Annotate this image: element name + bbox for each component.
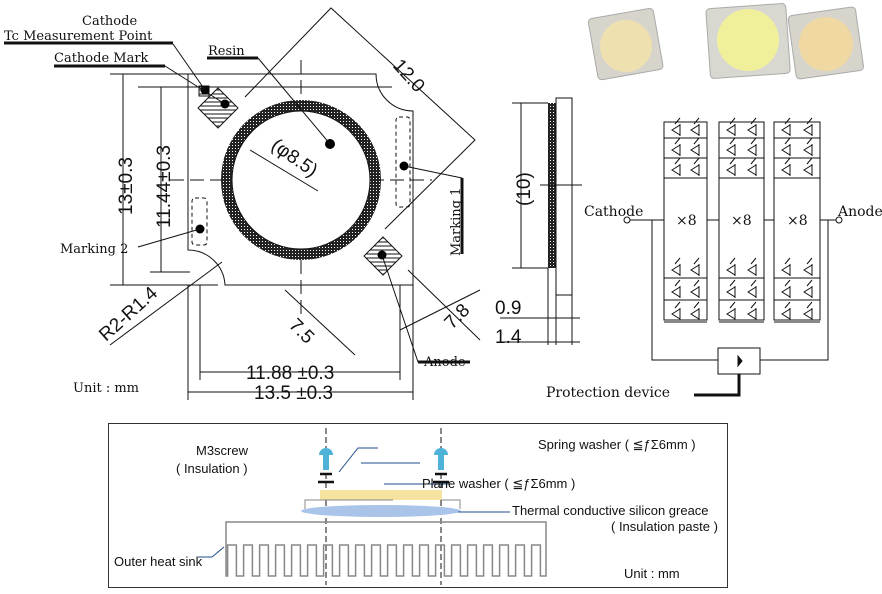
mounting-diagram: [108, 423, 728, 588]
led-diode-icon: [747, 117, 757, 136]
led-photo-warm: [587, 7, 664, 81]
resin-label: Resin: [208, 44, 245, 59]
dim-13-5: 13.5 ±0.3: [254, 383, 333, 404]
grease-note: ( Insulation paste ): [611, 519, 718, 534]
led-diode-icon: [781, 279, 791, 298]
circuit-anode-label: Anode: [837, 204, 882, 220]
dim-11-88: 11.88 ±0.3: [246, 363, 334, 384]
anode-label: Anode: [423, 355, 466, 370]
cathode-label: Cathode: [82, 14, 137, 29]
marking-1-label: Marking 1: [449, 188, 464, 256]
led-diode-icon: [747, 257, 757, 276]
circuit-diagram: [623, 216, 843, 397]
unit-label: Unit : mm: [73, 381, 139, 396]
led-diode-icon: [726, 279, 736, 298]
led-diode-icon: [690, 157, 700, 176]
protection-device-label: Protection device: [546, 385, 670, 401]
grease-label: Thermal conductive silicon greace: [512, 503, 709, 518]
spring-washer-label: Spring washer ( ≦ƒΣ6mm ): [538, 437, 696, 452]
multiplier-3: ×8: [787, 213, 808, 229]
mounting-unit-label: Unit : mm: [624, 566, 680, 581]
led-diode-icon: [747, 301, 757, 320]
side-view: (10) 0.9 1.4: [495, 97, 582, 348]
led-diode-icon: [781, 157, 791, 176]
led-diode-icon: [781, 301, 791, 320]
led-diode-icon: [671, 157, 681, 176]
led-diode-icon: [747, 157, 757, 176]
multiplier-2: ×8: [731, 213, 752, 229]
led-diode-icon: [803, 137, 813, 156]
led-diode-icon: [726, 157, 736, 176]
led-diode-icon: [671, 301, 681, 320]
marking-2-area: [191, 197, 208, 246]
led-strings: [663, 117, 821, 323]
led-diode-icon: [726, 301, 736, 320]
thermal-grease: [301, 505, 461, 517]
dim-1-4: 1.4: [495, 327, 522, 348]
heat-sink: [225, 521, 547, 577]
top-view: [4, 7, 481, 400]
led-string-3: [773, 121, 821, 321]
led-diode-icon: [803, 157, 813, 176]
heat-sink-label: Outer heat sink: [114, 554, 203, 569]
multiplier-1: ×8: [676, 213, 697, 229]
led-diode-icon: [803, 117, 813, 136]
led-diode-icon: [671, 257, 681, 276]
led-diode-icon: [671, 279, 681, 298]
led-diode-icon: [781, 117, 791, 136]
dim-12: 12.0: [388, 55, 428, 97]
cathode-mark: [197, 87, 239, 129]
led-diode-icon: [726, 117, 736, 136]
plane-washer-label: Plane washer ( ≦ƒΣ6mm ): [422, 476, 575, 491]
led-diode-icon: [690, 117, 700, 136]
led-diode-icon: [690, 279, 700, 298]
led-diode-icon: [690, 301, 700, 320]
led-diode-icon: [781, 137, 791, 156]
dim-11-44: 11.44±0.3: [154, 145, 175, 228]
led-photo-neutral: [787, 6, 864, 80]
led-diode-icon: [671, 117, 681, 136]
marking-1-area: [395, 116, 411, 208]
led-diode-icon: [690, 257, 700, 276]
led-string-2: [718, 121, 765, 321]
led-substrate: [320, 490, 442, 500]
led-product-photos: [587, 3, 864, 81]
dim-7-5: 7.5: [284, 315, 318, 349]
marking-2-label: Marking 2: [60, 242, 128, 257]
led-diode-icon: [803, 301, 813, 320]
tc-measurement-point-label: Tc Measurement Point: [4, 29, 153, 44]
circuit-cathode-label: Cathode: [584, 204, 643, 220]
led-diode-icon: [726, 137, 736, 156]
led-string-1: [663, 121, 708, 321]
led-diode-icon: [803, 279, 813, 298]
led-diode-icon: [803, 257, 813, 276]
led-diode-icon: [747, 137, 757, 156]
led-photo-white: [705, 3, 791, 79]
led-diode-icon: [671, 137, 681, 156]
dim-0-9: 0.9: [495, 298, 521, 319]
screw-icons: [319, 448, 448, 470]
led-diode-icon: [781, 257, 791, 276]
dim-7-8: 7.8: [441, 300, 475, 334]
m3-screw-note: ( Insulation ): [176, 461, 248, 476]
led-diode-icon: [726, 257, 736, 276]
led-diode-icon: [747, 279, 757, 298]
dim-10: (10): [514, 172, 535, 206]
m3-screw-label: M3screw: [196, 443, 249, 458]
cathode-mark-label: Cathode Mark: [54, 51, 149, 66]
dim-13: 13±0.3: [116, 157, 137, 215]
led-diode-icon: [690, 137, 700, 156]
